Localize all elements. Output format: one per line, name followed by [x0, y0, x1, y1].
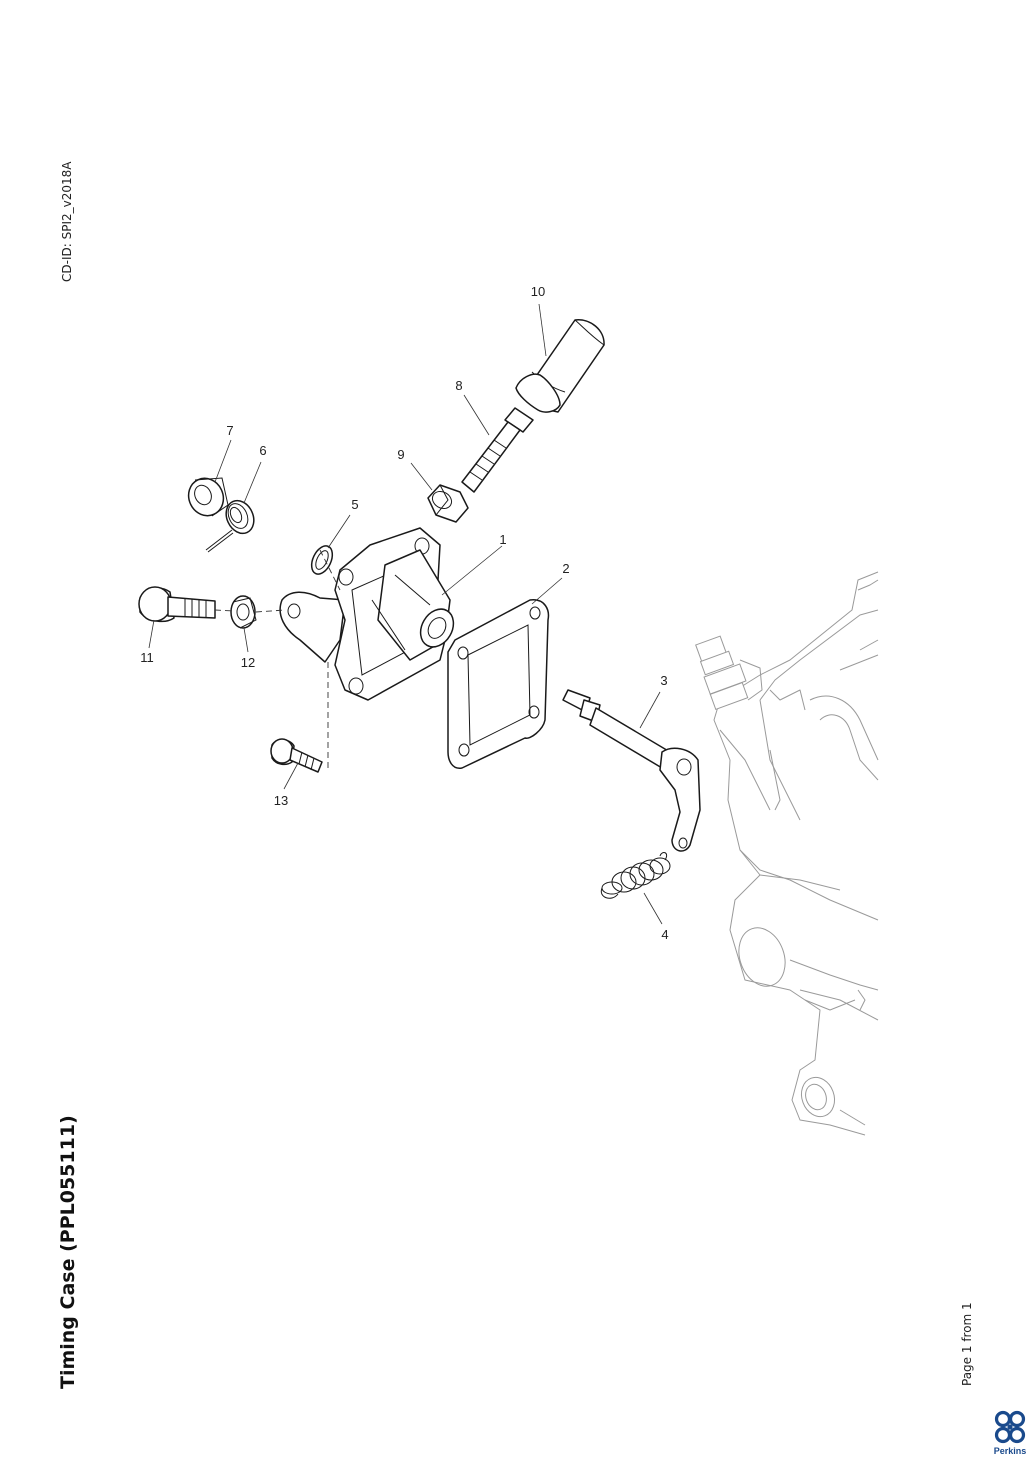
part-13-bolt	[270, 738, 323, 773]
callout-5: 5	[351, 497, 358, 512]
callout-labels: 1 2 3 4 5 6 7 8 9 10 11 12 13	[140, 284, 668, 942]
part-9-nut	[427, 484, 469, 523]
callout-13: 13	[274, 793, 288, 808]
leader-lines	[148, 303, 663, 925]
callout-4: 4	[661, 927, 668, 942]
part-2-gasket	[447, 599, 550, 769]
part-1-housing	[334, 527, 455, 701]
bracket	[279, 591, 346, 663]
part-11-bolt	[138, 586, 216, 623]
part-8-screw	[461, 407, 534, 493]
part-3-shaft	[562, 689, 701, 852]
callout-9: 9	[397, 447, 404, 462]
callout-10: 10	[531, 284, 545, 299]
part-4-spring	[600, 852, 671, 899]
callout-2: 2	[562, 561, 569, 576]
callout-6: 6	[259, 443, 266, 458]
alignment-lines	[214, 549, 341, 768]
callout-11: 11	[140, 650, 154, 665]
part-5-o-ring	[310, 545, 334, 575]
callout-12: 12	[241, 655, 255, 670]
engine-block-outline	[695, 571, 879, 1136]
perkins-logo: Perkins	[990, 1410, 1030, 1460]
perkins-logo-icon	[994, 1410, 1026, 1444]
callout-1: 1	[499, 532, 506, 547]
part-10-cap	[515, 319, 605, 413]
logo-text: Perkins	[993, 1446, 1027, 1456]
part-6-spring	[205, 499, 255, 553]
callout-7: 7	[226, 423, 233, 438]
callout-8: 8	[455, 378, 462, 393]
callout-3: 3	[660, 673, 667, 688]
part-12-washer	[230, 595, 257, 629]
part-7-nut	[187, 477, 229, 517]
